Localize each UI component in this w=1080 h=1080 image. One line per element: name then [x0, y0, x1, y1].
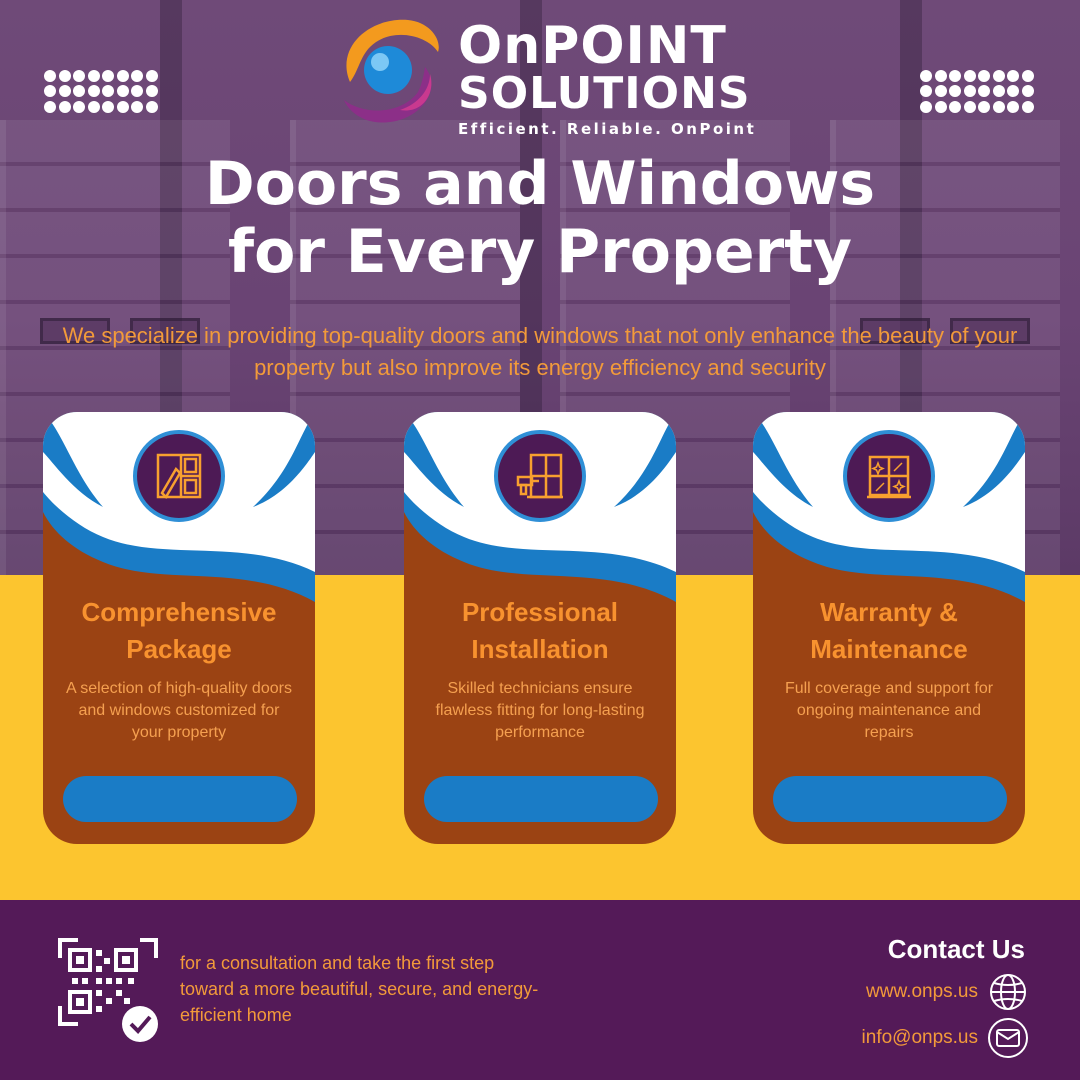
- window-install-icon: [133, 430, 225, 522]
- card-action-button[interactable]: [63, 776, 297, 822]
- background-window: [860, 318, 930, 344]
- page-headline: Doors and Windows for Every Property: [0, 150, 1080, 286]
- card-title-line1: Comprehensive: [81, 597, 277, 627]
- footer-call-to-action: for a consultation and take the first st…: [180, 953, 539, 1025]
- card-description: A selection of high-quality doors and wi…: [66, 680, 292, 741]
- sparkling-window-icon: [843, 430, 935, 522]
- email-link[interactable]: info@onps.us: [861, 1027, 978, 1048]
- card-title: Warranty & Maintenance: [753, 594, 1025, 668]
- headline-line2: for Every Property: [228, 217, 852, 287]
- background-window: [130, 318, 200, 344]
- card-title-line2: Package: [126, 634, 232, 664]
- card-description: Full coverage and support for ongoing ma…: [784, 680, 994, 741]
- background-window: [950, 318, 1030, 344]
- card-title-line1: Warranty &: [820, 597, 958, 627]
- qr-code-icon[interactable]: [58, 936, 160, 1044]
- card-title-line2: Installation: [471, 634, 609, 664]
- logo-swirl-icon: [344, 19, 439, 123]
- contact-email-row[interactable]: info@onps.us: [862, 1018, 1028, 1058]
- mail-icon: [988, 1018, 1028, 1058]
- footer: for a consultation and take the first st…: [0, 900, 1080, 1080]
- card-title: Professional Installation: [404, 594, 676, 668]
- contact-website-row[interactable]: www.onps.us: [866, 972, 1028, 1012]
- headline-line1: Doors and Windows: [204, 149, 876, 219]
- dot-grid-decoration: [44, 70, 158, 114]
- website-link[interactable]: www.onps.us: [866, 981, 978, 1002]
- card-action-button[interactable]: [773, 776, 1007, 822]
- brand-tagline: Efficient. Reliable. OnPoint: [458, 120, 757, 138]
- dot-grid-decoration: [920, 70, 1034, 114]
- hero-background: [0, 0, 1080, 575]
- drill-window-icon: [494, 430, 586, 522]
- service-card-warranty-maintenance: Warranty & Maintenance Full coverage and…: [753, 412, 1025, 844]
- globe-icon: [988, 972, 1028, 1012]
- card-title-line1: Professional: [461, 597, 619, 627]
- brand-name-line1: OnPOINT: [458, 16, 727, 76]
- card-action-button[interactable]: [424, 776, 658, 822]
- card-description: Skilled technicians ensure flawless fitt…: [435, 680, 645, 741]
- card-title-line2: Maintenance: [810, 634, 968, 664]
- brand-logo: OnPOINT SOLUTIONS Efficient. Reliable. O…: [330, 12, 760, 138]
- service-card-professional-installation: Professional Installation Skilled techni…: [404, 412, 676, 844]
- service-card-comprehensive-package: Comprehensive Package A selection of hig…: [43, 412, 315, 844]
- brand-name-line2: SOLUTIONS: [458, 68, 751, 119]
- background-window: [40, 318, 110, 344]
- card-title: Comprehensive Package: [43, 594, 315, 668]
- page-subtitle: We specialize in providing top-quality d…: [62, 323, 1018, 380]
- contact-title: Contact Us: [887, 934, 1025, 964]
